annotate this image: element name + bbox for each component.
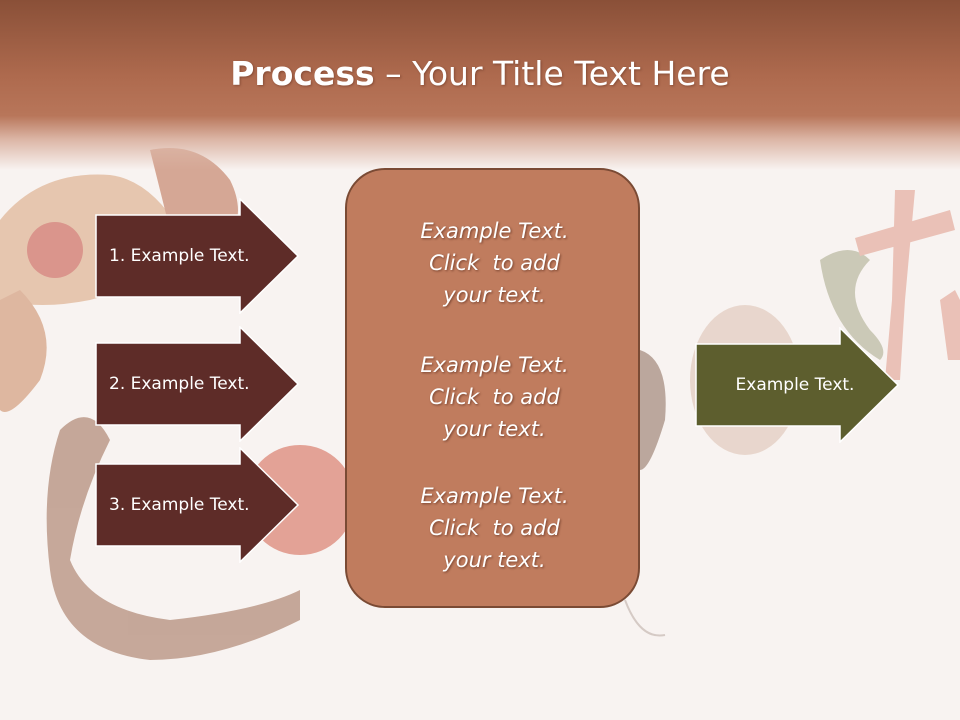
center-paragraph-2-line-3: your text. <box>443 417 546 441</box>
center-text-box[interactable]: Example Text. Click to add your text. Ex… <box>345 168 640 608</box>
center-paragraph-2-line-1: Example Text. <box>420 353 569 377</box>
result-arrow-shape <box>695 327 900 443</box>
slide-title-bold: Process <box>230 54 375 93</box>
step-arrow-1[interactable]: 1. Example Text. <box>95 198 300 314</box>
step-arrow-2-label: 2. Example Text. <box>109 374 250 394</box>
step-arrow-1-shape <box>95 198 300 314</box>
center-paragraph-2: Example Text. Click to add your text. <box>347 349 642 445</box>
slide-title-rest: – Your Title Text Here <box>374 54 730 93</box>
step-arrow-2-shape <box>95 326 300 442</box>
step-arrow-1-label: 1. Example Text. <box>109 246 250 266</box>
step-arrow-3-label: 3. Example Text. <box>109 495 250 515</box>
slide-title: Process – Your Title Text Here <box>0 52 960 96</box>
title-bar <box>0 0 960 170</box>
center-paragraph-3-line-2: Click to add <box>429 516 560 540</box>
center-paragraph-3-line-1: Example Text. <box>420 484 569 508</box>
center-paragraph-3: Example Text. Click to add your text. <box>347 480 642 576</box>
center-paragraph-2-line-2: Click to add <box>429 385 560 409</box>
center-paragraph-1-line-3: your text. <box>443 283 546 307</box>
result-arrow-label: Example Text. <box>735 375 855 395</box>
result-arrow[interactable]: Example Text. <box>695 327 900 443</box>
step-arrow-3[interactable]: 3. Example Text. <box>95 447 300 563</box>
center-paragraph-1-line-2: Click to add <box>429 251 560 275</box>
step-arrow-3-shape <box>95 447 300 563</box>
step-arrow-2[interactable]: 2. Example Text. <box>95 326 300 442</box>
center-paragraph-3-line-3: your text. <box>443 548 546 572</box>
center-paragraph-1-line-1: Example Text. <box>420 219 569 243</box>
center-paragraph-1: Example Text. Click to add your text. <box>347 215 642 311</box>
